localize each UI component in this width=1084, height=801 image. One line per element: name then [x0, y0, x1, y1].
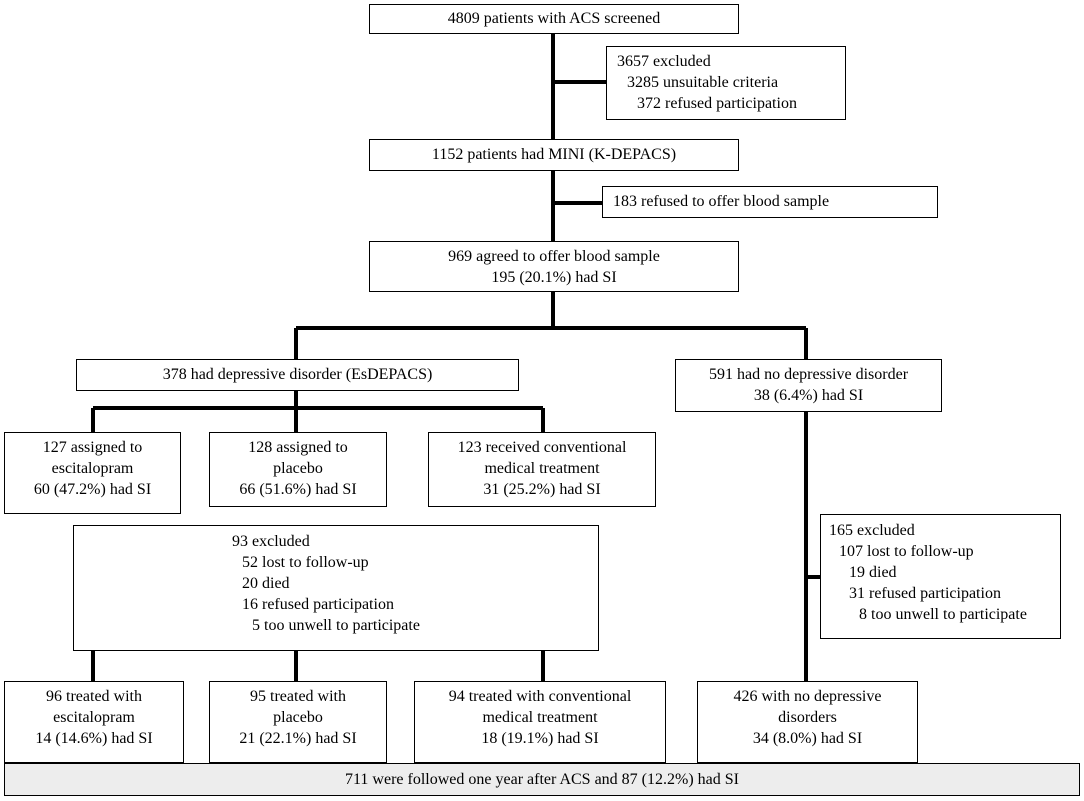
box-conventional: 123 received conventional medical treatm… — [428, 432, 656, 507]
excluded1-line-3: 372 refused participation — [637, 95, 797, 112]
escitalopram-line-3: 60 (47.2%) had SI — [33, 481, 152, 498]
box-depressive: 378 had depressive disorder (EsDEPACS) — [76, 359, 519, 391]
escitalopram-line-1: 127 assigned to — [42, 439, 143, 456]
excluded3-line-1: 165 excluded — [829, 522, 915, 539]
treated-escitalopram-line-3: 14 (14.6%) had SI — [35, 730, 153, 747]
placebo-line-3: 66 (51.6%) had SI — [239, 481, 357, 498]
treated-conventional-line-1: 94 treated with conventional — [448, 688, 632, 705]
box-no-depressive: 591 had no depressive disorder 38 (6.4%)… — [675, 359, 942, 412]
box-screened: 4809 patients with ACS screened — [369, 4, 739, 34]
box-excluded-3: 165 excluded 107 lost to follow-up 19 di… — [820, 514, 1061, 639]
refused-blood-line-1: 183 refused to offer blood sample — [613, 193, 830, 210]
escitalopram-line-2: escitalopram — [51, 460, 134, 477]
box-escitalopram: 127 assigned to escitalopram 60 (47.2%) … — [4, 432, 181, 514]
no-depressive-final-line-2: disorders — [778, 709, 837, 726]
box-treated-escitalopram: 96 treated with escitalopram 14 (14.6%) … — [4, 681, 184, 763]
excluded2-line-2: 52 lost to follow-up — [242, 554, 369, 571]
excluded3-line-3: 19 died — [849, 564, 897, 581]
excluded3-line-5: 8 too unwell to participate — [859, 606, 1027, 623]
treated-escitalopram-line-1: 96 treated with — [46, 688, 142, 705]
box-mini: 1152 patients had MINI (K-DEPACS) — [369, 139, 739, 171]
conventional-line-3: 31 (25.2%) had SI — [483, 481, 601, 498]
box-treated-conventional: 94 treated with conventional medical tre… — [414, 681, 666, 763]
box-refused-blood: 183 refused to offer blood sample — [602, 186, 938, 218]
excluded1-line-2: 3285 unsuitable criteria — [627, 74, 779, 91]
excluded3-line-4: 31 refused participation — [849, 585, 1001, 602]
placebo-line-2: placebo — [273, 460, 323, 477]
no-depressive-final-line-1: 426 with no depressive — [733, 688, 882, 705]
box-excluded-2: 93 excluded 52 lost to follow-up 20 died… — [73, 525, 599, 651]
screened-line-1: 4809 patients with ACS screened — [447, 10, 661, 27]
excluded2-line-5: 5 too unwell to participate — [252, 617, 420, 634]
followed-line-1: 711 were followed one year after ACS and… — [345, 771, 739, 788]
excluded1-line-1: 3657 excluded — [617, 53, 711, 70]
excluded3-line-2: 107 lost to follow-up — [839, 543, 974, 560]
mini-line-1: 1152 patients had MINI (K-DEPACS) — [431, 146, 677, 163]
box-agreed: 969 agreed to offer blood sample 195 (20… — [369, 241, 739, 292]
box-followed: 711 were followed one year after ACS and… — [4, 763, 1080, 796]
excluded2-line-1: 93 excluded — [232, 533, 310, 550]
treated-escitalopram-line-2: escitalopram — [53, 709, 135, 726]
agreed-line-2: 195 (20.1%) had SI — [491, 269, 617, 286]
agreed-line-1: 969 agreed to offer blood sample — [448, 248, 660, 265]
no-depressive-line-1: 591 had no depressive disorder — [708, 366, 909, 383]
no-depressive-final-line-3: 34 (8.0%) had SI — [752, 730, 863, 747]
box-placebo: 128 assigned to placebo 66 (51.6%) had S… — [209, 432, 387, 507]
treated-placebo-line-1: 95 treated with — [250, 688, 346, 705]
placebo-line-1: 128 assigned to — [248, 439, 348, 456]
treated-conventional-line-2: medical treatment — [482, 709, 598, 726]
no-depressive-line-2: 38 (6.4%) had SI — [753, 387, 864, 404]
treated-placebo-line-2: placebo — [273, 709, 323, 726]
excluded2-line-4: 16 refused participation — [242, 596, 394, 613]
depressive-line-1: 378 had depressive disorder (EsDEPACS) — [162, 366, 433, 383]
box-treated-placebo: 95 treated with placebo 21 (22.1%) had S… — [209, 681, 387, 763]
treated-conventional-line-3: 18 (19.1%) had SI — [481, 730, 599, 747]
conventional-line-2: medical treatment — [484, 460, 600, 477]
treated-placebo-line-3: 21 (22.1%) had SI — [239, 730, 357, 747]
conventional-line-1: 123 received conventional — [457, 439, 627, 456]
excluded2-line-3: 20 died — [242, 575, 290, 592]
box-no-depressive-final: 426 with no depressive disorders 34 (8.0… — [697, 681, 918, 763]
box-excluded-1: 3657 excluded 3285 unsuitable criteria 3… — [606, 46, 846, 120]
